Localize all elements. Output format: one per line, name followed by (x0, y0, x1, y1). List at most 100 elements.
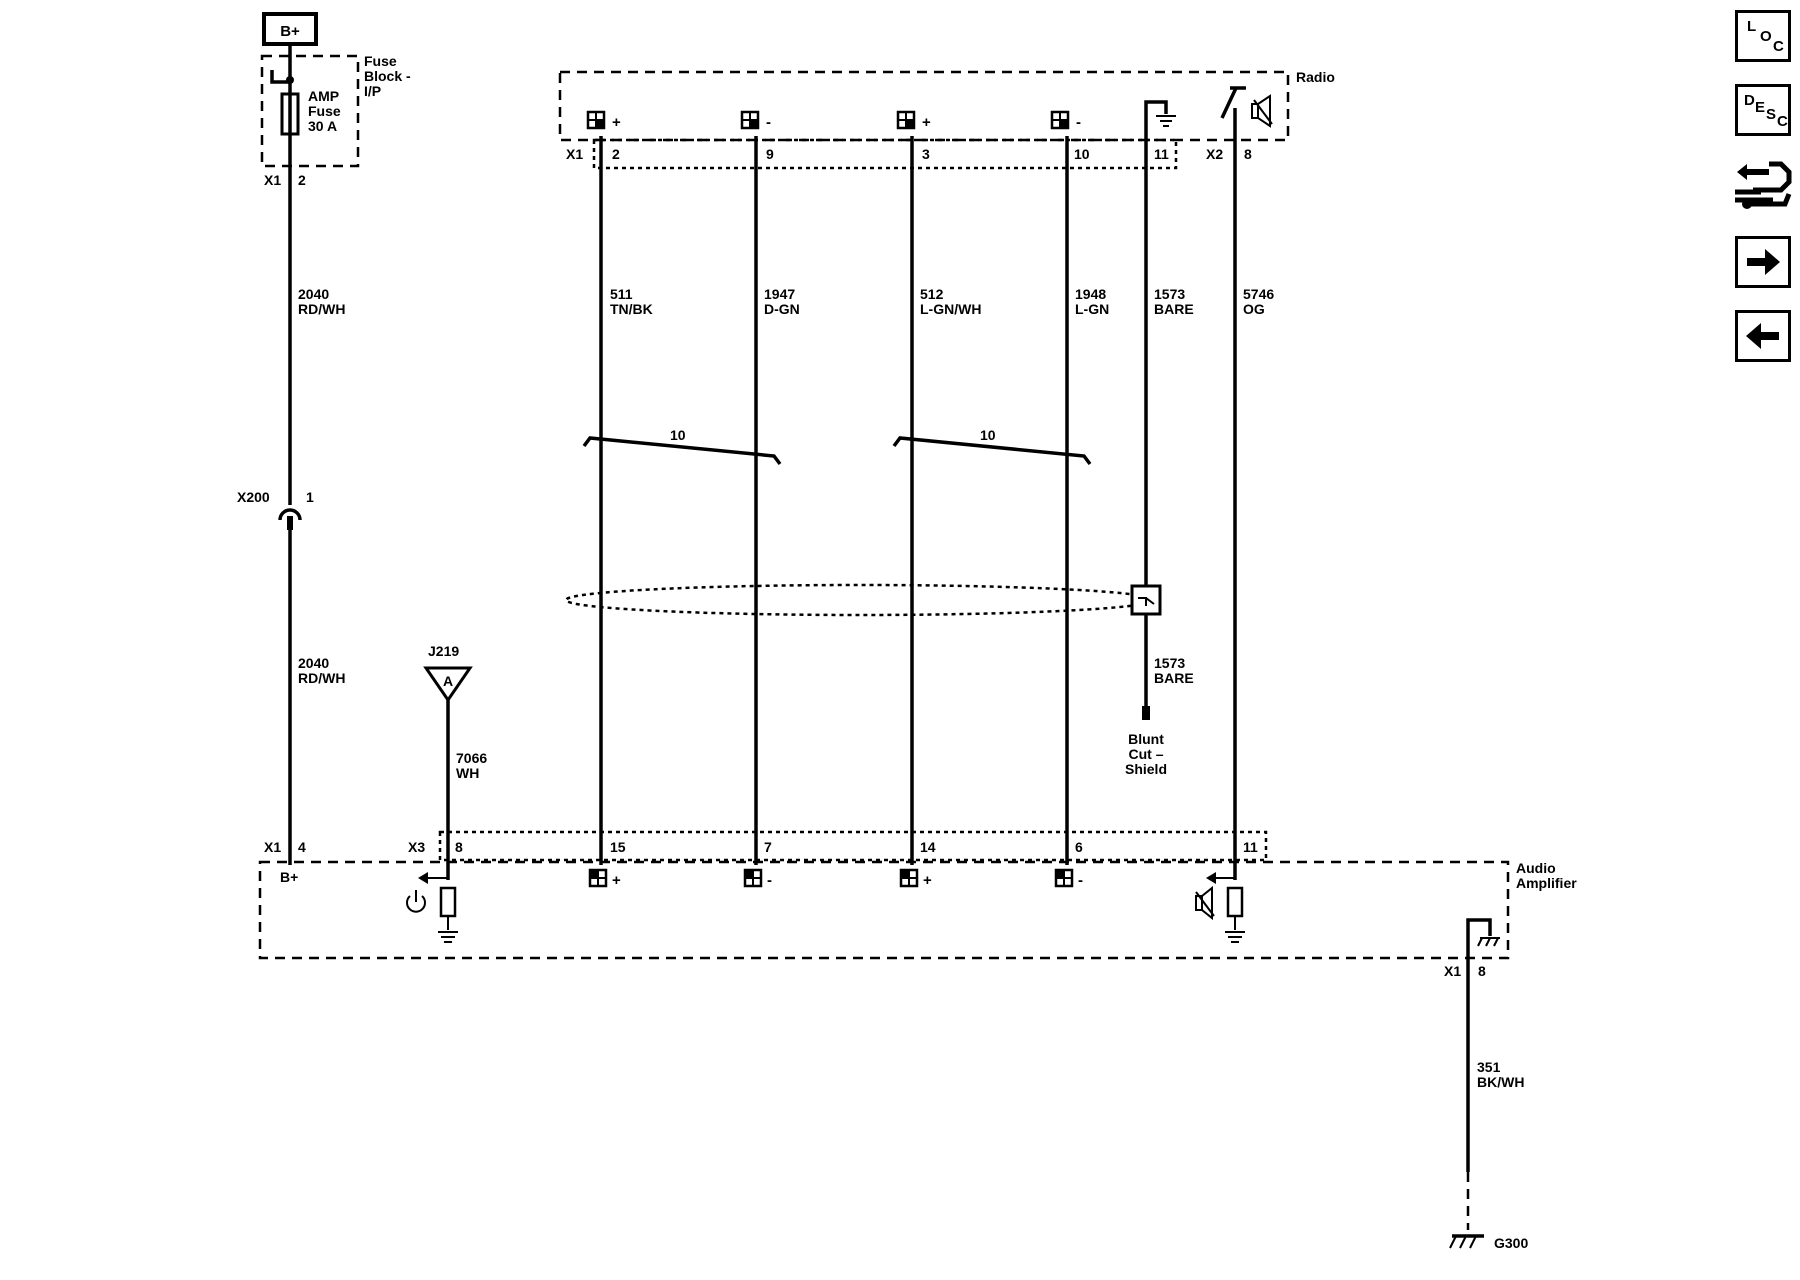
wire-1573-color: BARE (1154, 301, 1194, 317)
radio-pin-3: 3 (922, 146, 930, 162)
resistor-icon (1226, 886, 1244, 918)
fuse-pin-label: 2 (298, 172, 306, 188)
amp-pol-p7: - (767, 872, 772, 889)
amp-bplus-label: B+ (280, 869, 298, 885)
radio-switch-icon (1220, 87, 1238, 119)
amp-x3-connector (438, 830, 1268, 862)
fuse-block-outline (260, 54, 360, 168)
wire-1948-color: L-GN (1075, 301, 1109, 317)
loc-letter-o: O (1760, 28, 1772, 45)
desc-letter-c: C (1777, 113, 1788, 130)
arrow-left-icon (418, 872, 428, 884)
amp-speaker-input-icon (1054, 868, 1074, 888)
inline-connector-pin-label: 1 (306, 489, 314, 505)
battery-label: B+ (280, 23, 300, 40)
ground-icon (1225, 931, 1245, 943)
arrow-right-icon (1747, 249, 1780, 275)
radio-conn-x1: X1 (566, 146, 583, 162)
fuse-label-3: 30 A (308, 118, 337, 134)
wire-2040-top-color: RD/WH (298, 301, 345, 317)
ground-icon (1449, 1234, 1484, 1249)
arrow-left-icon (1746, 323, 1779, 349)
wire-5746-color: OG (1243, 301, 1265, 317)
fuse-conn-label: X1 (264, 172, 281, 188)
wire-1948-circuit: 1948 (1075, 286, 1106, 302)
amp-pin-11: 11 (1243, 839, 1258, 855)
radio-pin-10: 10 (1074, 146, 1090, 162)
next-button[interactable] (1735, 236, 1791, 288)
wire-1947-circuit: 1947 (764, 286, 795, 302)
radio-pin-2: 2 (612, 146, 620, 162)
twisted-pair-right-icon (892, 436, 1092, 466)
radio-pol-p2: + (612, 114, 621, 131)
speaker-icon (1195, 885, 1215, 921)
radio-pol-p3: + (922, 114, 931, 131)
connector-button[interactable] (1733, 158, 1793, 216)
amp-pol-p15: + (612, 872, 621, 889)
radio-pin-9: 9 (766, 146, 774, 162)
radio-speaker-output-icon (1050, 110, 1070, 130)
radio-title: Radio (1296, 69, 1335, 85)
splice-icon (423, 666, 473, 703)
amp-pin-14: 14 (920, 839, 936, 855)
radio-pin-11: 11 (1154, 146, 1169, 162)
power-icon (406, 890, 426, 913)
amp-pin-15: 15 (610, 839, 626, 855)
amp-pol-p6: - (1078, 872, 1083, 889)
fuse-bus (270, 56, 292, 84)
speaker-icon (1251, 94, 1273, 128)
description-button[interactable]: D E S C (1735, 84, 1791, 136)
connector-icon (1735, 161, 1792, 209)
amp-title-2: Amplifier (1516, 875, 1577, 891)
radio-conn-x2: X2 (1206, 146, 1223, 162)
wire-351-color: BK/WH (1477, 1074, 1524, 1090)
wire-512-circuit: 512 (920, 286, 944, 302)
amp-conn-x1: X1 (264, 839, 281, 855)
amp-ground-pin: 8 (1478, 963, 1486, 979)
twist-left-label: 10 (670, 427, 686, 443)
blunt-cut-end (1142, 706, 1150, 720)
amp-title-1: Audio (1516, 860, 1556, 876)
shield-drain-icon (1138, 597, 1155, 606)
radio-ground-lead (1144, 100, 1168, 166)
radio-speaker-output-icon (896, 110, 916, 130)
desc-letter-e: E (1755, 99, 1766, 116)
amp-ground-lead (1466, 918, 1492, 962)
radio-pin-8: 8 (1244, 146, 1252, 162)
radio-pol-p9: - (766, 114, 771, 131)
ground-name: G300 (1494, 1235, 1528, 1251)
fuse-block-title-1: Fuse (364, 53, 397, 69)
amp-pin-8a: 8 (455, 839, 463, 855)
wire-351-circuit: 351 (1477, 1059, 1501, 1075)
wire-2040-bot-color: RD/WH (298, 670, 345, 686)
fuse-label-1: AMP (308, 88, 339, 104)
radio-x1-connector (592, 138, 1178, 170)
fuse-block-title-2: Block - (364, 68, 411, 84)
back-button[interactable] (1735, 310, 1791, 362)
wire-1573b-color: BARE (1154, 670, 1194, 686)
wire-1573-circuit: 1573 (1154, 286, 1185, 302)
radio-pol-p10: - (1076, 114, 1081, 131)
wire-7066-color: WH (456, 765, 479, 781)
location-button[interactable]: L O C (1735, 10, 1791, 62)
splice-name: J219 (428, 643, 459, 659)
amp-pin-6: 6 (1075, 839, 1083, 855)
wire-2040-top-circuit: 2040 (298, 286, 329, 302)
inline-connector-icon (278, 508, 302, 521)
ground-icon (438, 931, 458, 943)
radio-speaker-output-icon (586, 110, 606, 130)
wire-511-circuit: 511 (610, 286, 633, 302)
desc-letter-d: D (1744, 92, 1755, 109)
fuse-label-2: Fuse (308, 103, 341, 119)
wire-511-color: TN/BK (610, 301, 653, 317)
wire-5746-circuit: 5746 (1243, 286, 1274, 302)
shield-end-3: Shield (1125, 761, 1167, 777)
amp-pin-7: 7 (764, 839, 772, 855)
loc-letter-l: L (1747, 18, 1757, 35)
twisted-pair-left-icon (582, 436, 782, 466)
inline-connector-pin (287, 516, 293, 530)
inline-connector-name: X200 (237, 489, 270, 505)
radio-speaker-output-icon (740, 110, 760, 130)
amp-pol-p14: + (923, 872, 932, 889)
